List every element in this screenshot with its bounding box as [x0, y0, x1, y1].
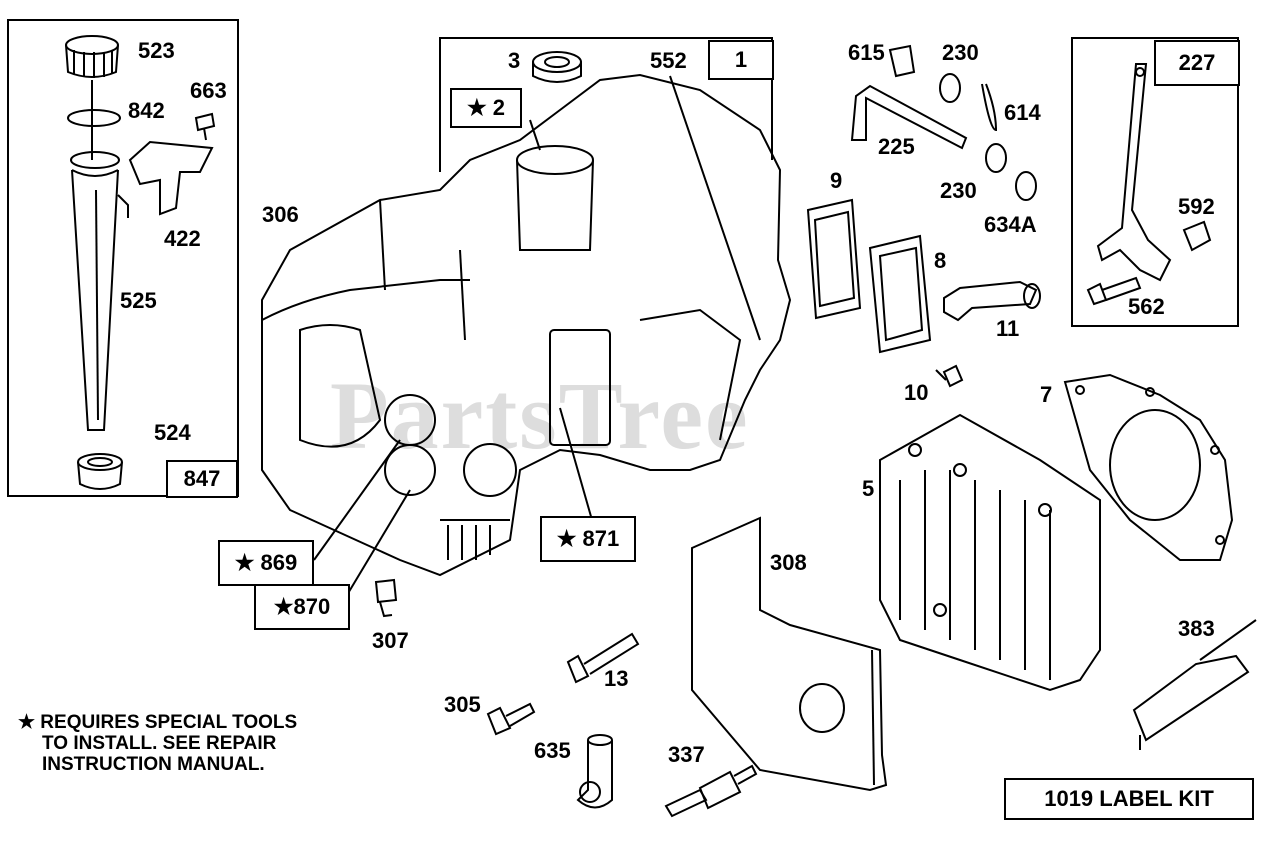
part-label-308: 308 [770, 550, 807, 575]
hairpin-614-icon [981, 83, 998, 132]
o-ring-icon [67, 109, 121, 127]
note-line-3: INSTRUCTION MANUAL. [42, 754, 265, 775]
gasket-ring-870 [384, 444, 436, 496]
crankcase-icon [261, 73, 792, 577]
cylinder-shroud-icon [691, 516, 888, 792]
oil-seal-icon [532, 51, 582, 83]
special-tools-note: ★ REQUIRES SPECIAL TOOLS TO INSTALL. SEE… [18, 712, 297, 775]
governor-shaft-icon [850, 44, 998, 150]
part-label-11: 11 [996, 316, 1020, 341]
part-label-230-top: 230 [942, 40, 979, 65]
part-label-307: 307 [372, 628, 409, 653]
bolt-307-icon [374, 578, 398, 618]
part-label-10: 10 [904, 380, 929, 405]
part-label-225: 225 [878, 134, 915, 159]
breather-icon [868, 234, 932, 354]
starred-part-871: ★ 871 [540, 516, 636, 562]
fuel-line-icon [1132, 619, 1257, 750]
label-kit-box: 1019 LABEL KIT [1004, 778, 1254, 820]
dipstick-cap-icon [65, 35, 119, 160]
note-line-1: ★ REQUIRES SPECIAL TOOLS [18, 712, 298, 733]
part-label-552: 552 [650, 48, 687, 73]
starred-part-2: ★ 2 [450, 88, 522, 128]
dipstick-group-frame [7, 19, 239, 497]
seal-634a-icon [1015, 171, 1037, 201]
part-label-615: 615 [848, 40, 885, 65]
part-label-13: 13 [604, 666, 629, 691]
part-label-524: 524 [154, 420, 191, 445]
breather-gasket-icon [806, 198, 862, 320]
part-label-614: 614 [1004, 100, 1041, 125]
part-label-634a: 634A [984, 212, 1037, 237]
leader-871 [559, 407, 593, 521]
watermark: PartsTree [330, 362, 750, 469]
part-label-635: 635 [534, 738, 571, 763]
bolt-663-icon [194, 112, 216, 141]
part-label-842: 842 [128, 98, 165, 123]
part-label-9: 9 [830, 168, 843, 193]
crankcase-bracket [439, 37, 773, 172]
part-label-422: 422 [164, 226, 201, 251]
breather-tube-icon [943, 280, 1041, 322]
group-box-227: 227 [1154, 40, 1240, 86]
screw-10-icon [935, 364, 964, 388]
head-gasket-icon [1063, 373, 1234, 561]
dipstick-tube-icon [70, 151, 129, 431]
part-label-230-bottom: 230 [940, 178, 977, 203]
bracket-422-icon [128, 140, 214, 216]
spark-plug-icon [664, 764, 758, 818]
part-label-5: 5 [862, 476, 875, 501]
part-label-306: 306 [262, 202, 299, 227]
group-box-1: 1 [708, 40, 774, 80]
group-box-847: 847 [166, 460, 238, 498]
part-label-523: 523 [138, 38, 175, 63]
cylinder-head-icon [879, 413, 1101, 692]
governor-lever-icon [1096, 63, 1172, 282]
washer-230-bottom-icon [985, 143, 1007, 173]
governor-group-frame [1071, 37, 1239, 327]
bolt-562-icon [1086, 276, 1142, 306]
starred-part-870: ★870 [254, 584, 350, 630]
note-line-2: TO INSTALL. SEE REPAIR [42, 733, 277, 754]
gasket-ring-869 [384, 394, 436, 446]
tube-seal-icon [77, 453, 123, 490]
bolt-305-icon [486, 702, 536, 736]
nut-592-icon [1182, 220, 1212, 252]
part-label-7: 7 [1040, 382, 1053, 407]
stud-13-icon [566, 632, 640, 684]
part-label-562: 562 [1128, 294, 1165, 319]
starred-part-869: ★ 869 [218, 540, 314, 586]
part-label-337: 337 [668, 742, 705, 767]
elbow-fitting-icon [576, 734, 613, 809]
leader-552 [669, 75, 761, 341]
clip-615-icon [888, 44, 916, 78]
leader-2 [529, 119, 541, 151]
part-label-8: 8 [934, 248, 947, 273]
part-label-663: 663 [190, 78, 227, 103]
part-label-525: 525 [120, 288, 157, 313]
part-label-383: 383 [1178, 616, 1215, 641]
leader-870 [343, 489, 411, 601]
part-label-592: 592 [1178, 194, 1215, 219]
part-label-3: 3 [508, 48, 521, 73]
part-label-305: 305 [444, 692, 481, 717]
leader-869 [313, 439, 401, 561]
washer-230-top-icon [939, 73, 961, 103]
